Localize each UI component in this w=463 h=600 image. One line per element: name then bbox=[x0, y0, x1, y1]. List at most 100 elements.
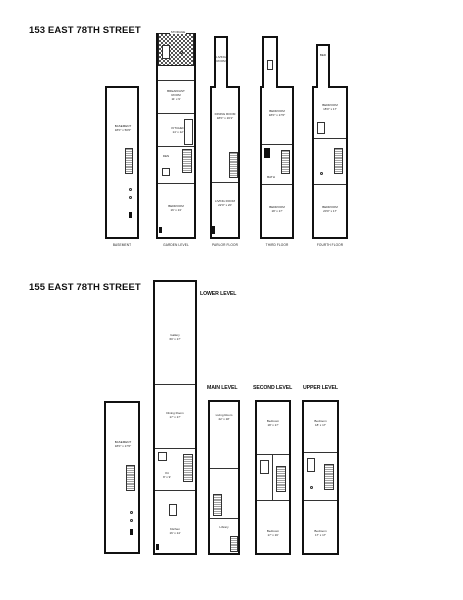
wall bbox=[212, 182, 238, 183]
wall bbox=[272, 454, 273, 500]
room-label: Kit bbox=[165, 471, 169, 475]
chimney-mark bbox=[212, 226, 215, 234]
bathtub bbox=[307, 458, 315, 472]
room-dimensions: 18'0" x 17'0" bbox=[114, 444, 132, 448]
room-dimensions: 18' x 17' bbox=[267, 423, 279, 427]
fixture-circle bbox=[310, 486, 313, 489]
room-dimensions: 20'0" x 17' bbox=[323, 209, 337, 213]
room-dimensions: 11' x 9' bbox=[171, 97, 181, 101]
room-label: BEDROOM bbox=[322, 103, 338, 107]
room-dimensions: 18'0" x 50'0" bbox=[114, 128, 132, 132]
room-dimensions: 17' x 17' bbox=[169, 415, 181, 419]
room-dimensions: 17' x 17' bbox=[315, 533, 326, 537]
level-label-lower: LOWER LEVEL bbox=[200, 291, 237, 297]
staircase bbox=[281, 150, 290, 174]
room-label: BEDROOM bbox=[269, 109, 285, 113]
floor-caption: FOURTH FLOOR bbox=[316, 243, 344, 247]
floor-caption: PARLOR FLOOR bbox=[212, 243, 238, 247]
toilet bbox=[180, 51, 183, 54]
level-label-upper: UPPER LEVEL bbox=[303, 385, 338, 391]
bathtub bbox=[267, 60, 273, 70]
room-dimensions: 18'0" x 17' bbox=[323, 107, 337, 111]
room-label: BEDROOM bbox=[168, 204, 184, 208]
room-label: KITCHEN bbox=[171, 126, 185, 130]
chimney-mark bbox=[130, 529, 133, 535]
room-label: BASEMENT bbox=[114, 124, 132, 128]
room-dimensions: 18'0" x 16'1" bbox=[216, 116, 234, 120]
wall bbox=[262, 144, 292, 145]
chimney-mark bbox=[159, 227, 162, 233]
wall bbox=[158, 183, 194, 184]
room-label: BEDROOM bbox=[322, 205, 338, 209]
bathtub bbox=[162, 45, 170, 59]
room-dimensions: 18'0" x 17'0" bbox=[268, 113, 286, 117]
room-label: BEDROOM bbox=[269, 205, 285, 209]
building-2-title: 155 EAST 78TH STREET bbox=[29, 282, 141, 293]
room-label: Bedroom bbox=[266, 529, 280, 533]
room-label: DEN bbox=[162, 154, 170, 158]
wall bbox=[158, 80, 194, 81]
staircase bbox=[324, 464, 334, 490]
room-dimensions: 14' x 12' bbox=[172, 130, 184, 134]
plan-garden-level: STORAGE BREAKFAST ROOM 11' x 9' KITCHEN … bbox=[156, 30, 196, 239]
staircase bbox=[213, 494, 222, 516]
wall bbox=[304, 452, 337, 453]
bathtub bbox=[260, 460, 269, 474]
fixture-circle bbox=[129, 188, 132, 191]
room-dimensions: 16' x 14' bbox=[169, 531, 181, 535]
fixture-circle bbox=[130, 519, 133, 522]
room-label: Living Room bbox=[215, 413, 233, 417]
wall bbox=[158, 146, 194, 147]
room-dimensions: 17' x 16' bbox=[267, 533, 279, 537]
room-label: Bedroom bbox=[314, 419, 327, 423]
wall bbox=[314, 138, 346, 139]
room-label: BED bbox=[319, 53, 327, 57]
room-label: STORAGE bbox=[170, 30, 186, 35]
fixture-circle bbox=[129, 196, 132, 199]
room-label: LIVING ROOM bbox=[214, 199, 235, 203]
wall bbox=[304, 500, 337, 501]
room-dimensions: 8' x 9' bbox=[163, 475, 171, 479]
chimney-mark bbox=[129, 212, 132, 218]
staircase bbox=[125, 148, 133, 174]
floor-caption: BASEMENT bbox=[112, 243, 132, 247]
wall bbox=[257, 454, 289, 455]
wall-block bbox=[264, 148, 270, 158]
wall bbox=[210, 518, 238, 519]
chimney-mark bbox=[156, 544, 159, 550]
wall bbox=[257, 500, 289, 501]
staircase bbox=[276, 466, 286, 492]
plan-b2-upper-level: Bedroom 18' x 17' Bedroom 17' x 17' bbox=[302, 400, 339, 555]
plan-basement: BASEMENT 18'0" x 50'0" bbox=[105, 86, 139, 239]
staircase bbox=[182, 149, 192, 173]
room-dimensions: 18' x 17' bbox=[271, 209, 283, 213]
room-label: Dining Room bbox=[166, 411, 184, 415]
room-label: LIVING bbox=[216, 55, 226, 59]
wall bbox=[262, 184, 292, 185]
plan-b2-main-level: Living Room 22' x 18' Library bbox=[208, 400, 240, 555]
room-dimensions: 18' x 17' bbox=[315, 423, 326, 427]
plan-b2-basement: BASEMENT 18'0" x 17'0" bbox=[104, 401, 140, 554]
bathtub bbox=[317, 122, 325, 134]
floor-caption: THIRD FLOOR bbox=[265, 243, 289, 247]
wall bbox=[155, 448, 195, 449]
room-dimensions: 22' x 18' bbox=[218, 417, 230, 421]
room-dimensions: 16' x 13' bbox=[170, 208, 182, 212]
room-dimensions: 60' x 17' bbox=[169, 337, 181, 341]
bath-fixture bbox=[158, 452, 167, 461]
room-label: ROOM bbox=[171, 93, 181, 97]
wall bbox=[314, 184, 346, 185]
room-label: BASEMENT bbox=[114, 440, 132, 444]
level-label-main: MAIN LEVEL bbox=[207, 385, 238, 391]
room-label: Gallery bbox=[170, 333, 180, 337]
entry-stoop bbox=[230, 536, 238, 552]
wall bbox=[210, 468, 238, 469]
room-label: Kitchen bbox=[169, 527, 180, 531]
room-label: Library bbox=[219, 525, 229, 529]
staircase bbox=[229, 152, 238, 178]
staircase bbox=[334, 148, 343, 174]
staircase bbox=[183, 454, 193, 482]
room-label: ROOM bbox=[216, 59, 226, 63]
wall bbox=[155, 490, 195, 491]
